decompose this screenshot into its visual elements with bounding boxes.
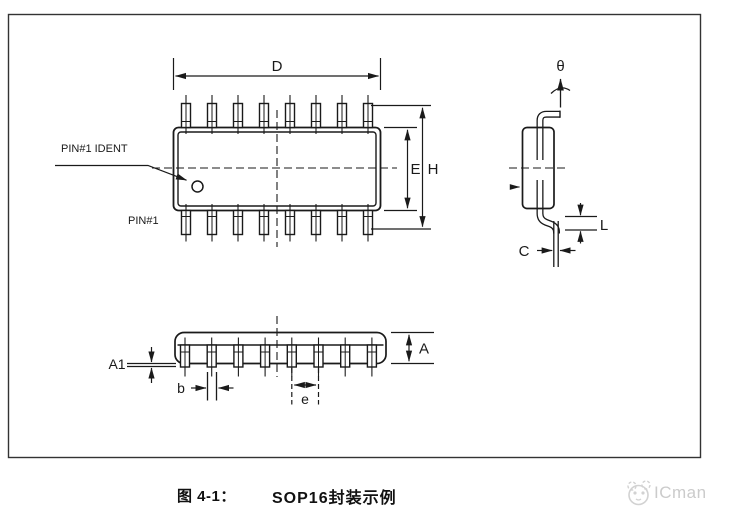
dim-label-e-pitch: e xyxy=(301,391,309,407)
front-body-outline xyxy=(174,331,387,365)
dim-label-h: H xyxy=(428,161,439,178)
watermark-text: ICman xyxy=(654,483,707,502)
watermark: ICman xyxy=(620,476,730,510)
dim-label-e: E xyxy=(410,161,420,178)
dim-label-d: D xyxy=(272,58,283,75)
dim-label-a: A xyxy=(419,341,429,358)
pin1-ident-label: PIN#1 IDENT xyxy=(61,143,128,155)
dim-label-c: C xyxy=(519,243,530,260)
front-view: A A1 b e xyxy=(108,316,434,407)
figure-number: 图 4-1： xyxy=(177,488,236,505)
lead-top-fill xyxy=(537,112,560,160)
pin1-leader-line xyxy=(55,164,188,181)
dim-label-b: b xyxy=(177,380,185,396)
dim-theta-arc xyxy=(550,87,571,94)
pins-bottom-row xyxy=(180,204,374,242)
dim-label-theta: θ xyxy=(556,58,564,75)
figure-title: SOP16封装示例 xyxy=(272,490,397,507)
pins-front xyxy=(179,337,378,377)
icman-logo-icon xyxy=(627,480,651,506)
lead-bottom-fill xyxy=(537,180,559,234)
side-view: θ L C xyxy=(509,58,608,267)
figure-caption: 图 4-1： SOP16封装示例 xyxy=(0,485,734,507)
pins-top-row xyxy=(180,95,374,134)
top-view: D E H PIN#1 IDENT PIN#1 xyxy=(55,58,438,247)
pin1-indicator-circle xyxy=(191,180,204,193)
pin1-label: PIN#1 xyxy=(128,215,159,227)
dim-label-l: L xyxy=(600,217,608,234)
dim-label-a1: A1 xyxy=(108,356,125,372)
figure-frame xyxy=(7,13,702,459)
